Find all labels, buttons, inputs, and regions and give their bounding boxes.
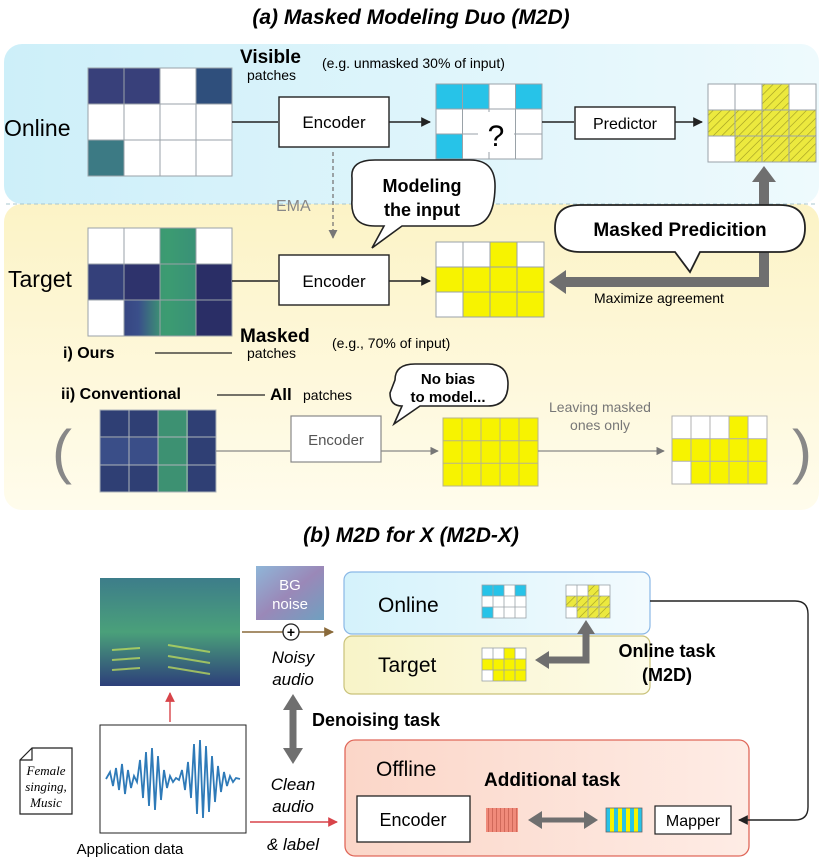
svg-text:to model...: to model... (411, 389, 486, 406)
app-data-label: Application data (77, 841, 184, 858)
plus-sign: + (287, 624, 295, 640)
svg-text:the input: the input (384, 200, 460, 220)
masked-bold: Masked (240, 326, 310, 347)
svg-text:Female: Female (26, 763, 66, 778)
predicted-grid (707, 83, 817, 163)
denoising-label: Denoising task (312, 710, 441, 730)
noisy-label-2: audio (272, 670, 314, 689)
online-encoded-grid: ? (435, 83, 543, 160)
waveform-image (99, 724, 247, 834)
noisy-label-1: Noisy (272, 648, 316, 667)
section-a-title: (a) Masked Modeling Duo (M2D) (252, 6, 569, 29)
visible-bold: Visible (240, 47, 301, 68)
predictor-box (574, 106, 676, 140)
offline-encoder-label: Encoder (379, 810, 446, 830)
online-task-label-2: (M2D) (642, 665, 692, 685)
ema-label: EMA (276, 198, 311, 215)
mapper-label: Mapper (666, 813, 721, 830)
leaving-masked-grid (671, 415, 768, 485)
online-label-b: Online (378, 594, 439, 617)
online-encoder-label: Encoder (302, 113, 366, 132)
leaving-label-1: Leaving masked (549, 399, 651, 415)
target-encoded-grid (435, 241, 545, 318)
mapper-box (654, 805, 732, 835)
target-encoder-label: Encoder (302, 272, 366, 291)
leaving-label-2: ones only (570, 417, 630, 433)
paren-right: ) (792, 418, 812, 485)
conventional-encoded-grid (442, 417, 539, 487)
visible-note: (e.g. unmasked 30% of input) (322, 55, 505, 71)
online-encoder-box (278, 96, 390, 148)
target-encoder-box (278, 254, 390, 306)
masked-rest: patches (247, 345, 296, 361)
paren-left: ( (52, 418, 72, 485)
target-label-b: Target (378, 654, 437, 677)
question-mark: ? (488, 120, 505, 153)
visible-rest: patches (247, 67, 296, 83)
online-label: Online (4, 115, 70, 141)
bg-noise-label-2: noise (272, 596, 308, 613)
ours-label: i) Ours (63, 345, 115, 362)
maximize-label: Maximize agreement (594, 290, 724, 306)
conventional-input-grid (99, 409, 217, 493)
svg-text:Modeling: Modeling (383, 176, 462, 196)
conventional-encoder-label: Encoder (308, 432, 364, 449)
target-label: Target (8, 266, 73, 292)
online-mini-predicted (565, 584, 611, 619)
svg-text:singing,: singing, (25, 779, 67, 794)
svg-text:No bias: No bias (421, 371, 475, 388)
online-task-label-1: Online task (618, 641, 716, 661)
target-mini-grid (481, 647, 527, 682)
online-mini-grid (481, 584, 527, 619)
conventional-encoder-box (290, 415, 382, 463)
all-rest: patches (303, 387, 352, 403)
offline-feature-red (486, 808, 518, 832)
online-task-arrow (545, 628, 590, 664)
offline-feature-label (605, 807, 643, 833)
svg-text:Masked Predicition: Masked Predicition (593, 220, 766, 241)
online-input-grid (87, 67, 233, 177)
online-to-mapper-arrow (650, 600, 809, 825)
predictor-label: Predictor (593, 116, 658, 133)
additional-task-label: Additional task (484, 770, 621, 791)
noisy-spectrogram (100, 578, 240, 686)
clean-label-1: Clean (271, 775, 315, 794)
section-b-title: (b) M2D for X (M2D-X) (303, 524, 519, 547)
offline-label: Offline (376, 758, 436, 781)
plus-circle (282, 623, 300, 641)
masked-prediction-bubble: Masked Predicition (554, 204, 806, 274)
svg-text:Music: Music (29, 795, 62, 810)
target-input-grid (87, 227, 233, 337)
clean-label-3: & label (267, 835, 320, 854)
masked-note: (e.g., 70% of input) (332, 335, 450, 351)
offline-encoder-box (356, 795, 471, 843)
clean-label-2: audio (272, 797, 314, 816)
conventional-label: ii) Conventional (61, 386, 181, 403)
no-bias-bubble: No bias to model... (389, 363, 509, 427)
bg-noise-box (256, 566, 324, 620)
document-icon: Female singing, Music (19, 747, 73, 815)
bg-noise-label-1: BG (279, 577, 301, 594)
all-bold: All (270, 385, 292, 404)
modeling-bubble: Modeling the input (351, 159, 496, 249)
